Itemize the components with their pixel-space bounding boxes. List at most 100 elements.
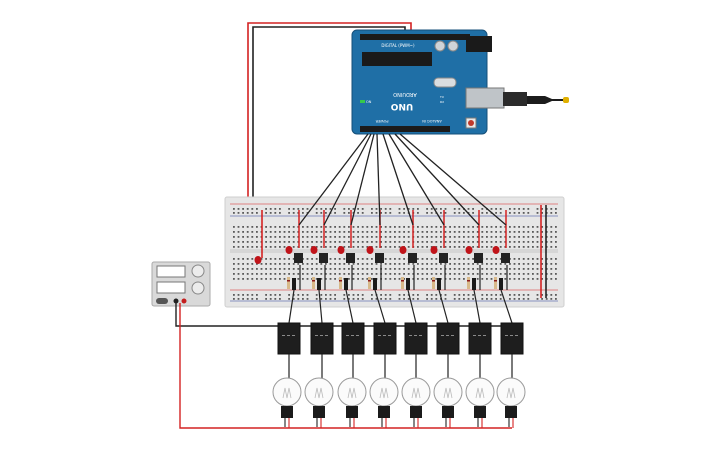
breadboard-hole[interactable]: [334, 241, 336, 243]
breadboard-hole[interactable]: [458, 273, 461, 275]
breadboard-hole[interactable]: [522, 226, 525, 228]
breadboard-hole[interactable]: [518, 208, 520, 210]
breadboard-hole[interactable]: [233, 258, 235, 260]
breadboard-hole[interactable]: [389, 294, 392, 296]
breadboard-hole[interactable]: [306, 278, 309, 280]
breadboard-hole[interactable]: [463, 268, 465, 270]
breadboard-hole[interactable]: [513, 258, 516, 260]
breadboard-hole[interactable]: [283, 278, 286, 280]
breadboard-hole[interactable]: [246, 278, 249, 280]
breadboard-hole[interactable]: [320, 241, 323, 243]
transistor-8[interactable]: [501, 253, 510, 263]
breadboard-hole[interactable]: [499, 298, 502, 300]
breadboard-hole[interactable]: [504, 278, 507, 280]
breadboard-hole[interactable]: [435, 298, 438, 300]
breadboard-hole[interactable]: [343, 268, 346, 270]
breadboard-hole[interactable]: [338, 258, 341, 260]
breadboard-hole[interactable]: [292, 246, 295, 248]
breadboard-hole[interactable]: [463, 263, 465, 265]
breadboard-hole[interactable]: [426, 241, 428, 243]
relay-7[interactable]: [468, 322, 492, 355]
breadboard-hole[interactable]: [444, 212, 447, 214]
breadboard-hole[interactable]: [490, 246, 493, 248]
breadboard-hole[interactable]: [453, 273, 456, 275]
breadboard-hole[interactable]: [541, 208, 543, 210]
breadboard-hole[interactable]: [274, 241, 277, 243]
breadboard-hole[interactable]: [463, 273, 465, 275]
breadboard-hole[interactable]: [371, 263, 373, 265]
breadboard-hole[interactable]: [366, 268, 369, 270]
breadboard-hole[interactable]: [361, 263, 364, 265]
breadboard-hole[interactable]: [325, 263, 327, 265]
breadboard-hole[interactable]: [518, 278, 520, 280]
breadboard-hole[interactable]: [449, 226, 451, 228]
breadboard-hole[interactable]: [513, 231, 516, 233]
breadboard-hole[interactable]: [481, 208, 484, 210]
breadboard-hole[interactable]: [458, 268, 461, 270]
breadboard-hole[interactable]: [430, 258, 433, 260]
breadboard-hole[interactable]: [426, 273, 428, 275]
breadboard-hole[interactable]: [522, 246, 525, 248]
breadboard-hole[interactable]: [394, 236, 396, 238]
breadboard-hole[interactable]: [541, 268, 543, 270]
breadboard-hole[interactable]: [509, 273, 511, 275]
breadboard-hole[interactable]: [288, 241, 290, 243]
breadboard-hole[interactable]: [302, 294, 304, 296]
breadboard-hole[interactable]: [412, 298, 415, 300]
breadboard-hole[interactable]: [486, 278, 488, 280]
bulb-glass-1[interactable]: [272, 377, 302, 407]
resistor-2[interactable]: [312, 277, 315, 289]
breadboard-hole[interactable]: [251, 258, 254, 260]
breadboard-hole[interactable]: [444, 236, 447, 238]
breadboard-hole[interactable]: [320, 226, 323, 228]
supply-wire-negative[interactable]: [175, 303, 513, 327]
breadboard-hole[interactable]: [325, 246, 327, 248]
breadboard-hole[interactable]: [513, 246, 516, 248]
breadboard-hole[interactable]: [292, 298, 295, 300]
breadboard-hole[interactable]: [274, 298, 277, 300]
breadboard-hole[interactable]: [389, 208, 392, 210]
breadboard-hole[interactable]: [472, 258, 474, 260]
resistor-7[interactable]: [467, 277, 470, 289]
breadboard-hole[interactable]: [463, 212, 465, 214]
breadboard-hole[interactable]: [361, 246, 364, 248]
breadboard-hole[interactable]: [398, 273, 401, 275]
breadboard-hole[interactable]: [242, 263, 244, 265]
breadboard-hole[interactable]: [246, 246, 249, 248]
breadboard-hole[interactable]: [509, 241, 511, 243]
breadboard-hole[interactable]: [467, 236, 470, 238]
breadboard-hole[interactable]: [550, 268, 553, 270]
breadboard-hole[interactable]: [499, 273, 502, 275]
breadboard-hole[interactable]: [233, 268, 235, 270]
breadboard-hole[interactable]: [550, 231, 553, 233]
breadboard-hole[interactable]: [306, 208, 309, 210]
breadboard-hole[interactable]: [357, 226, 359, 228]
breadboard-hole[interactable]: [458, 241, 461, 243]
breadboard-hole[interactable]: [481, 212, 484, 214]
breadboard-hole[interactable]: [417, 273, 419, 275]
breadboard-hole[interactable]: [233, 212, 235, 214]
breadboard-hole[interactable]: [541, 241, 543, 243]
breadboard-hole[interactable]: [306, 236, 309, 238]
breadboard-hole[interactable]: [398, 231, 401, 233]
signal-wire-7[interactable]: [394, 133, 480, 226]
breadboard-hole[interactable]: [279, 273, 281, 275]
diode-1[interactable]: [292, 278, 296, 290]
breadboard-hole[interactable]: [481, 241, 484, 243]
breadboard-hole[interactable]: [426, 231, 428, 233]
breadboard-hole[interactable]: [375, 231, 378, 233]
breadboard-hole[interactable]: [260, 278, 263, 280]
breadboard-hole[interactable]: [343, 263, 346, 265]
breadboard-hole[interactable]: [251, 226, 254, 228]
breadboard-hole[interactable]: [246, 268, 249, 270]
signal-wire-1[interactable]: [298, 133, 369, 226]
breadboard-hole[interactable]: [325, 294, 327, 296]
breadboard-hole[interactable]: [449, 278, 451, 280]
transistor-4[interactable]: [375, 253, 384, 263]
breadboard-hole[interactable]: [435, 231, 438, 233]
usb-cable[interactable]: [503, 92, 569, 106]
terminal-negative[interactable]: [173, 298, 179, 304]
breadboard-hole[interactable]: [407, 241, 410, 243]
breadboard-hole[interactable]: [246, 258, 249, 260]
breadboard-hole[interactable]: [541, 212, 543, 214]
